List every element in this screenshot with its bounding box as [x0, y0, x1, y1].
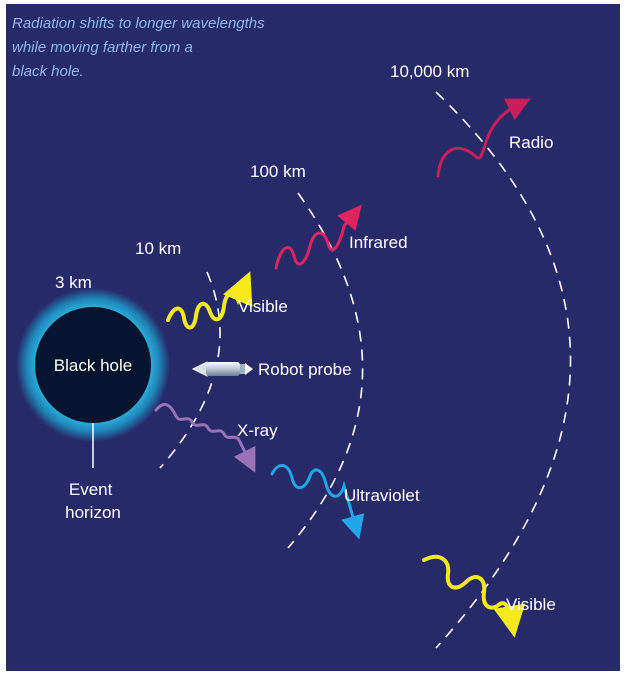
caption: Radiation shifts to longer wavelengths w…	[12, 15, 269, 80]
radio-wave-icon	[436, 98, 531, 178]
visible-label-near: Visible	[238, 297, 288, 316]
arc-10000-km	[435, 91, 572, 649]
infrared-wave-icon	[274, 204, 362, 270]
xray-label: X-ray	[237, 421, 278, 440]
distance-label-3-km: 3 km	[55, 273, 92, 292]
visible-wave-far-icon	[422, 554, 526, 638]
xray-wave-icon	[154, 403, 256, 473]
black-hole	[35, 307, 151, 423]
ultraviolet-label: Ultraviolet	[344, 486, 420, 505]
distance-label-10000-km: 10,000 km	[390, 62, 469, 81]
caption-line-3: black hole.	[12, 63, 84, 80]
radio-label: Radio	[509, 133, 553, 152]
caption-line-1: Radiation shifts to longer wavelengths	[12, 15, 265, 32]
robot-probe-icon	[191, 361, 253, 377]
black-hole-label: Black hole	[54, 356, 132, 375]
event-horizon-label-line-2: horizon	[65, 503, 121, 522]
caption-line-2: while moving farther from a	[12, 39, 193, 56]
robot-probe-label: Robot probe	[258, 360, 352, 379]
ultraviolet-wave-icon	[270, 464, 365, 540]
visible-wave-near-icon	[166, 271, 253, 330]
distance-label-10-km: 10 km	[135, 239, 181, 258]
infrared-label: Infrared	[349, 233, 408, 252]
distance-label-100-km: 100 km	[250, 162, 306, 181]
event-horizon-label-line-1: Event	[69, 480, 113, 499]
visible-label-far: Visible	[506, 595, 556, 614]
event-horizon-label: Event horizon	[65, 480, 121, 522]
